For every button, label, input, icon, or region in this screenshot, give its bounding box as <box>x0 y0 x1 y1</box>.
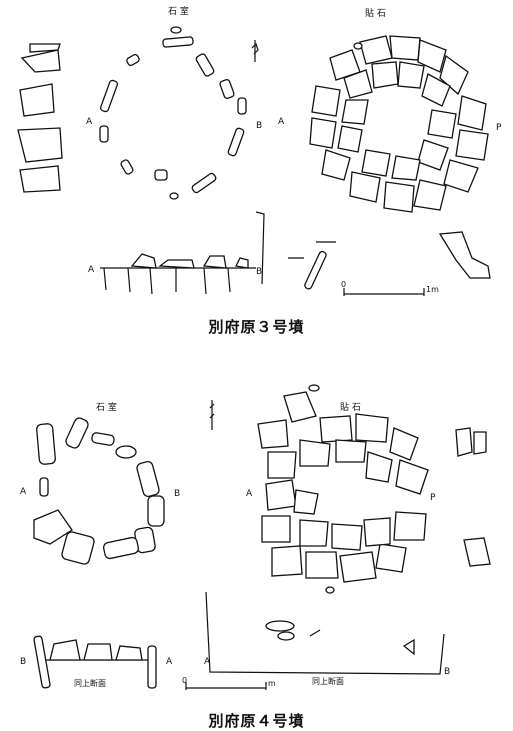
tomb3-scale-zero: 0 <box>341 280 346 289</box>
tomb3-stone-elevations <box>17 43 63 193</box>
tomb4-section-left: B A 同上断面 <box>20 635 173 689</box>
tomb4-caption: 別府原４号墳 <box>208 712 305 730</box>
tomb3-scale-bar: 0 1m <box>341 280 439 296</box>
tomb4-detail-stones <box>455 427 491 567</box>
tomb3-marker-p: P <box>496 123 502 133</box>
tomb4-scale-unit: m <box>268 679 276 688</box>
tomb3-stone-chamber: 石 室 <box>99 5 247 200</box>
tomb4-stone-chamber: 石 室 <box>33 401 165 565</box>
tomb4-section-a: A <box>166 657 173 667</box>
tomb4-right-section-a: A <box>204 657 211 667</box>
tomb3-label-stone-chamber: 石 室 <box>168 5 189 17</box>
tomb4-right-section-b: B <box>444 667 450 677</box>
tomb3-pavement-stones: 貼 石 <box>309 7 489 213</box>
tomb4-section-right: A B 同上断面 <box>204 591 450 686</box>
tomb4-marker-p: P <box>430 493 436 503</box>
tomb3-section-a: A <box>88 265 95 275</box>
tomb4-marker-a-right: A <box>246 489 253 499</box>
tomb4-label-stone-chamber: 石 室 <box>96 401 117 413</box>
tomb3-label-pavement: 貼 石 <box>365 7 386 19</box>
tomb4-scale-zero: 0 <box>182 676 187 685</box>
tomb3-plans: 石 室 貼 石 <box>17 5 502 213</box>
tomb4-plans: 石 室 貼 石 <box>20 384 491 594</box>
tomb4-label-pavement: 貼 石 <box>340 401 361 413</box>
tomb3-scale-unit: 1m <box>426 285 439 294</box>
tomb3-marker-a: A <box>86 117 93 127</box>
tomb4-section-note-left: 同上断面 <box>74 678 106 688</box>
tomb4-pavement-stones: 貼 石 <box>257 384 429 594</box>
tomb3-marker-b: B <box>256 121 262 131</box>
tomb3-section: A B <box>88 211 491 295</box>
tomb3-caption: 別府原３号墳 <box>208 318 305 336</box>
tomb4-marker-a: A <box>20 487 27 497</box>
tomb3-north-arrow <box>251 40 259 62</box>
tomb4-north-arrow <box>209 400 215 430</box>
tomb4-section-note-right: 同上断面 <box>312 676 344 686</box>
tomb3-marker-a-right: A <box>278 117 285 127</box>
tomb4-scale-bar: 0 m <box>182 676 276 690</box>
tomb4-section-b: B <box>20 657 26 667</box>
tomb3-section-b: B <box>256 267 262 277</box>
tomb4-marker-b: B <box>174 489 180 499</box>
